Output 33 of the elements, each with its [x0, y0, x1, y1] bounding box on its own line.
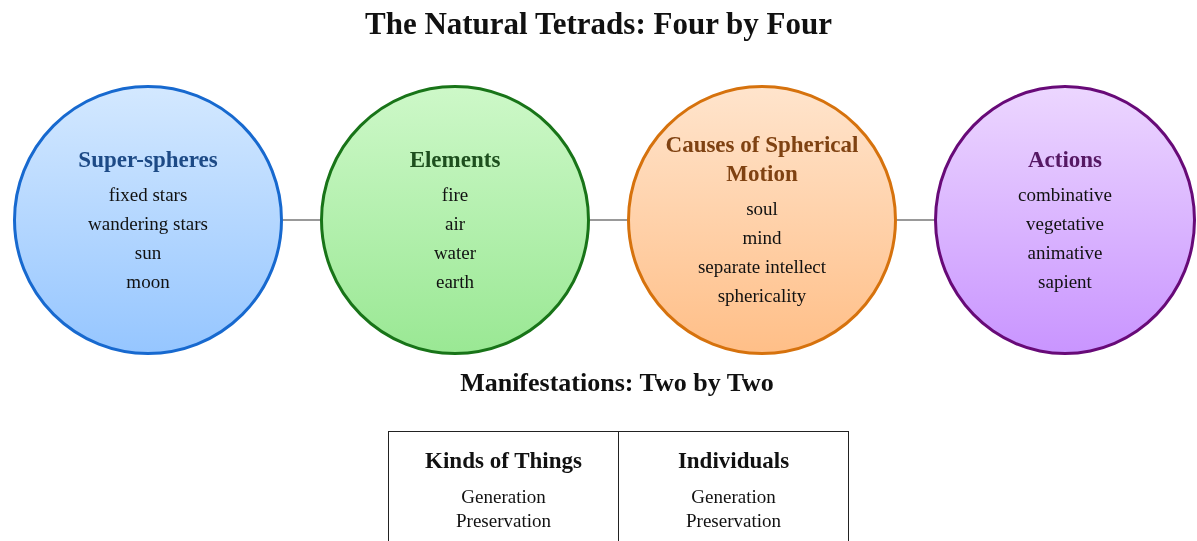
heading: Individuals	[677, 447, 790, 475]
list-item: vegetative	[1025, 211, 1105, 236]
list-item: wandering stars	[88, 211, 208, 236]
list-item: separate intellect	[697, 255, 827, 279]
connector-line	[282, 219, 321, 221]
list-item: Generation	[461, 485, 546, 509]
connector-line	[589, 219, 628, 221]
heading: Actions	[1027, 145, 1103, 174]
heading: Super-spheres	[78, 145, 218, 174]
list-item: combinative	[1018, 182, 1112, 207]
list-item: soul	[746, 197, 778, 221]
section-heading: Manifestations: Two by Two	[459, 368, 775, 398]
list-item: animative	[1027, 240, 1103, 265]
list-item: water	[433, 240, 477, 265]
connector-line	[896, 219, 935, 221]
table-cell	[618, 431, 849, 541]
list-item: air	[444, 211, 465, 236]
diagram-title: The Natural Tetrads: Four by Four	[363, 6, 833, 42]
list-item: sapient	[1038, 269, 1092, 294]
list-item: fire	[441, 182, 469, 207]
list-item: moon	[126, 269, 170, 294]
table-cell	[388, 431, 619, 541]
list-item: Preservation	[686, 509, 781, 533]
list-item: sphericality	[717, 284, 807, 308]
list-item: mind	[742, 226, 782, 250]
heading: Causes of Spherical Motion	[664, 131, 860, 188]
list-item: Preservation	[456, 509, 551, 533]
heading: Elements	[409, 145, 501, 174]
list-item: sun	[134, 240, 162, 265]
list-item: earth	[436, 269, 474, 294]
heading: Kinds of Things	[425, 447, 582, 475]
list-item: fixed stars	[108, 182, 188, 207]
list-item: Generation	[691, 485, 776, 509]
